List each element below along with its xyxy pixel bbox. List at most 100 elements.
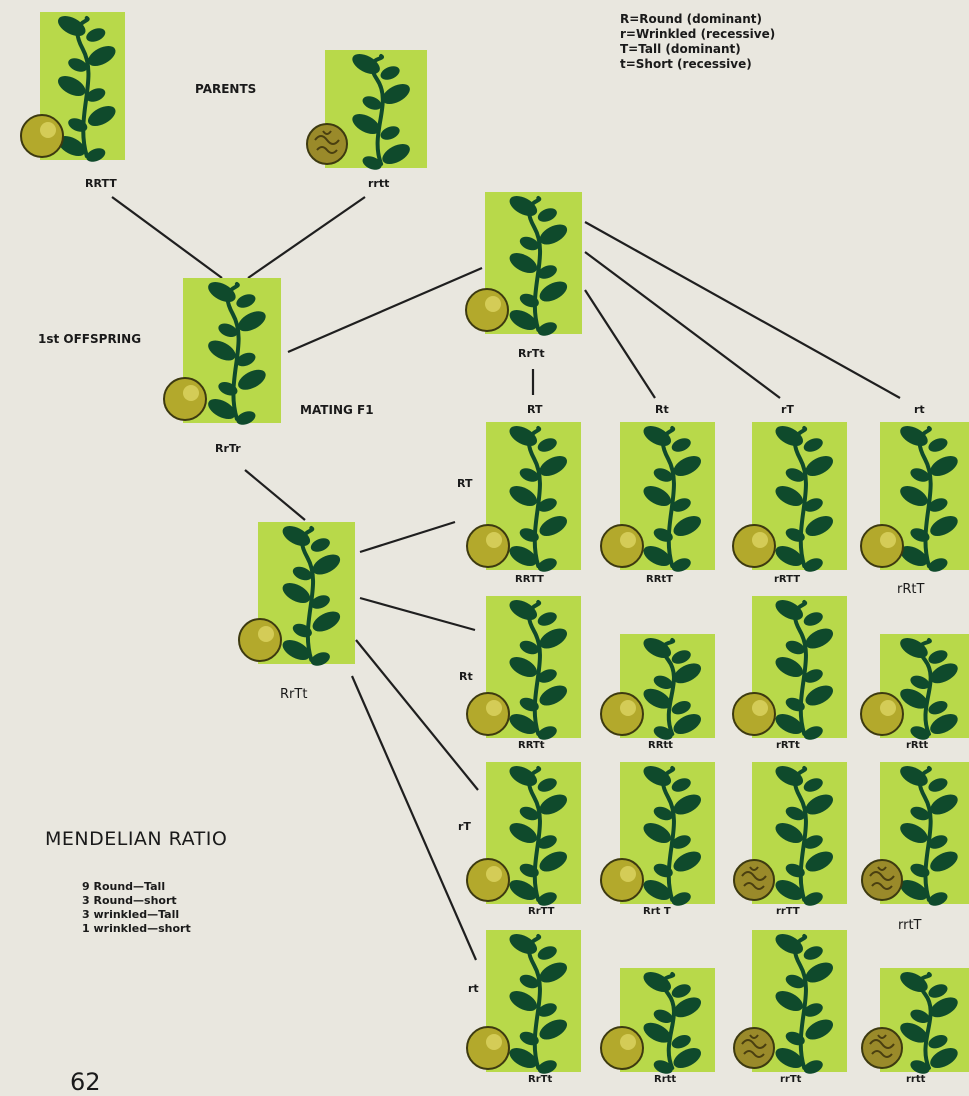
leaf-shape [803, 669, 823, 683]
leaf-shape [352, 114, 380, 134]
leaf-shape [509, 426, 538, 446]
leaf-shape [643, 823, 672, 843]
round-pea [600, 1026, 644, 1070]
grid-genotype: rRTT [774, 574, 801, 585]
leaf-shape [539, 628, 568, 649]
round-pea [466, 1026, 510, 1070]
leaf-shape [671, 892, 691, 906]
leaf-shape [509, 310, 538, 330]
leaf-shape [803, 558, 823, 572]
leaf-shape [539, 1019, 568, 1040]
round-pea [466, 692, 510, 736]
leaf-shape [673, 714, 702, 734]
leaf-shape [509, 657, 538, 677]
plant-card [732, 422, 847, 572]
leaf-shape [352, 54, 380, 74]
leaf-shape [673, 516, 702, 536]
leaf-shape [653, 863, 673, 878]
plant-card [466, 930, 581, 1074]
leaf-shape [509, 1048, 538, 1068]
pea-highlight [620, 532, 636, 548]
leaf-shape [775, 934, 804, 954]
leaf-shape [653, 1060, 673, 1074]
round-pea [20, 114, 64, 158]
leaf-shape [236, 352, 256, 367]
leaf-shape [537, 1060, 557, 1074]
leaf-shape [803, 1060, 823, 1074]
round-pea [466, 858, 510, 902]
leaf-shape [803, 612, 823, 626]
round-pea [600, 692, 644, 736]
leaf-shape [803, 726, 823, 740]
leaf-shape [803, 778, 823, 792]
pea-highlight [258, 626, 274, 642]
leaf-shape [930, 714, 958, 734]
wrinkled-pea [306, 123, 348, 165]
leaf-shape [382, 144, 410, 164]
pea-highlight [486, 866, 502, 882]
leaf-shape [803, 892, 823, 906]
leaf-shape [673, 456, 702, 476]
leaf-shape [519, 528, 539, 542]
leaf-shape [785, 640, 805, 655]
leaf-shape [282, 640, 311, 660]
leaf-shape [900, 426, 928, 446]
leaf-shape [775, 657, 804, 677]
wrinkled-pea [861, 859, 903, 901]
mating-label: MATING F1 [300, 403, 374, 417]
leaf-shape [653, 1009, 673, 1024]
connector-line [350, 675, 478, 961]
leaf-shape [86, 148, 106, 162]
legend: R=Round (dominant) r=Wrinkled (recessive… [620, 12, 775, 72]
round-pea [860, 524, 904, 568]
leaf-shape [238, 369, 266, 390]
leaf-shape [900, 546, 928, 566]
genotype-label: RrTr [215, 442, 241, 455]
leaf-shape [643, 880, 672, 900]
leaf-shape [900, 972, 928, 992]
leaf-shape [671, 498, 691, 512]
leaf-shape [653, 726, 673, 740]
leaf-shape [539, 851, 568, 872]
leaf-shape [910, 468, 930, 482]
leaf-shape [805, 1019, 834, 1040]
leaf-shape [671, 650, 691, 664]
leaf-shape [539, 456, 568, 476]
leaf-shape [539, 224, 568, 245]
pea-highlight [486, 700, 502, 716]
leaf-shape [803, 438, 823, 452]
pea-wrinkles [869, 1034, 895, 1058]
grid-genotype: rrtT [898, 918, 922, 933]
leaf-shape [643, 546, 672, 566]
leaf-shape [310, 652, 330, 666]
leaf-shape [86, 28, 106, 42]
pea-wrinkles [741, 1034, 767, 1058]
page-number: 62 [70, 1068, 101, 1096]
leaf-shape [68, 118, 88, 132]
leaf-shape [539, 281, 568, 302]
leaf-shape [537, 726, 557, 740]
plant-card [732, 596, 847, 740]
round-pea [600, 858, 644, 902]
leaf-shape [930, 1048, 958, 1068]
leaf-shape [537, 612, 557, 626]
leaf-shape [805, 456, 834, 476]
leaf-shape [900, 486, 928, 506]
leaf-shape [519, 806, 539, 821]
leaf-shape [785, 468, 805, 482]
leaf-shape [673, 663, 702, 684]
connector-line [355, 639, 479, 791]
plant-stem [917, 972, 933, 1070]
leaf-shape [805, 962, 834, 983]
leaf-shape [238, 311, 266, 332]
leaf-shape [653, 468, 673, 482]
leaf-shape [671, 700, 691, 715]
leaf-shape [519, 468, 539, 482]
connector-line [584, 289, 656, 399]
leaf-shape [208, 340, 236, 361]
pea-highlight [485, 296, 501, 312]
leaf-shape [208, 399, 236, 419]
leaf-shape [910, 528, 930, 542]
grid-genotype: rRtt [906, 740, 929, 751]
